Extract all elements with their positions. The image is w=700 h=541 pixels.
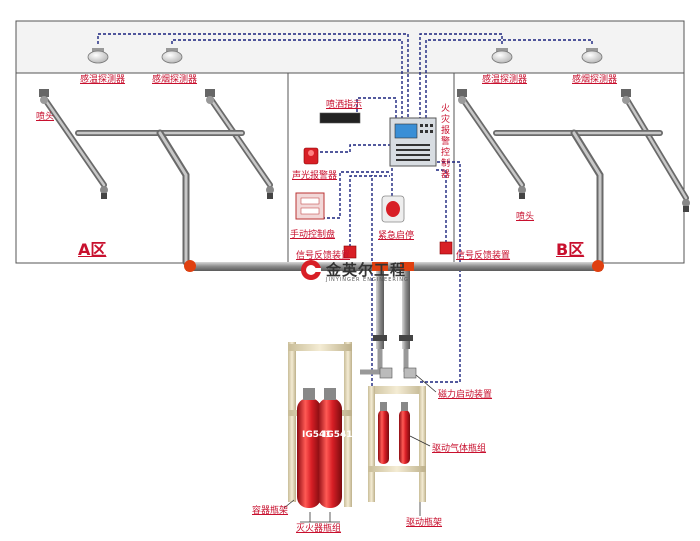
drive-rack-frame [368, 386, 426, 502]
room-zone-a [15, 72, 289, 264]
room-zone-b [453, 72, 685, 264]
leader-lines [283, 374, 437, 523]
room-control-area [287, 72, 455, 264]
label-emergency-stop: 紧急启停 [378, 231, 415, 241]
watermark-english: JINYINGER ENGINEERING [326, 277, 409, 283]
label-nozzle-b: 喷头 [516, 212, 535, 222]
detector-temp-b [491, 48, 513, 64]
watermark-logo [301, 260, 321, 280]
label-drive-rack: 驱动瓶架 [406, 518, 443, 528]
label-signal-feedback-right: 信号反馈装置 [456, 251, 511, 261]
zone-b-title: B区 [556, 240, 585, 259]
extinguisher-bottle-2 [318, 388, 342, 508]
pipe-network-zone-a [41, 95, 273, 266]
detector-smoke-b [581, 48, 603, 64]
label-signal-feedback-left: 信号反馈装置 [296, 251, 351, 261]
bottle-1-marking: IG541 [302, 430, 332, 440]
fire-alarm-controller-device [389, 117, 437, 167]
manual-control-box-device [295, 192, 325, 220]
label-smoke-detector-a: 感烟探测器 [152, 75, 198, 85]
label-extinguisher-bottles: 灭火器瓶组 [296, 524, 342, 534]
room-ceiling [15, 20, 685, 74]
signal-feedback-devices [343, 241, 453, 259]
label-manual-control-box: 手动控制盘 [290, 230, 336, 240]
extinguisher-bottle-1 [297, 388, 321, 508]
detector-smoke-a [161, 48, 183, 64]
label-audible-visual-alarm: 声光报警器 [292, 171, 338, 181]
release-indicator-device [319, 112, 361, 124]
bottle-2-marking: IG541 [323, 430, 353, 440]
nozzle-b-icons [457, 89, 690, 212]
label-temp-detector-b: 感温探测器 [482, 75, 528, 85]
label-magnetic-actuator: 磁力启动装置 [438, 390, 493, 400]
drive-gas-bottles-icons [378, 402, 410, 464]
label-temp-detector-a: 感温探测器 [80, 75, 126, 85]
riser-pipes [360, 271, 413, 375]
label-container-rack: 容器瓶架 [252, 506, 289, 516]
magnetic-actuator-icons [379, 367, 417, 379]
emergency-stop-device [381, 195, 405, 223]
pipe-network-zone-b [459, 95, 689, 266]
label-smoke-detector-b: 感烟探测器 [572, 75, 618, 85]
label-fire-alarm-controller: 火灾报警控制器 [441, 104, 451, 180]
detector-temp-a [87, 48, 109, 64]
label-drive-gas-bottles: 驱动气体瓶组 [432, 444, 487, 454]
nozzle-a-icons [39, 89, 274, 199]
zone-a-title: A区 [78, 240, 107, 259]
watermark-chinese: 金英尔工程 [326, 261, 407, 279]
main-header-pipe [184, 260, 604, 272]
label-nozzle-a: 喷头 [36, 112, 55, 122]
label-release-indicator: 喷洒指示 [326, 100, 363, 110]
audible-visual-alarm-device [303, 147, 319, 165]
